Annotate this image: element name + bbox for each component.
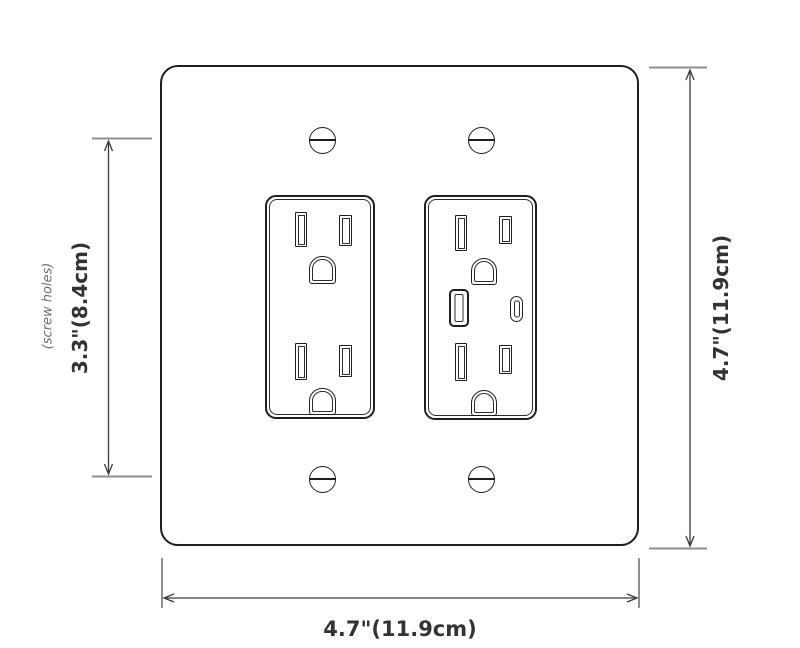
hot-slot-icon xyxy=(499,345,512,374)
screw-icon-bottom-left xyxy=(308,465,336,493)
ground-hole-icon xyxy=(471,258,497,285)
hot-slot-icon xyxy=(339,345,352,377)
screw-icon-top-left xyxy=(308,126,336,154)
ground-hole-icon xyxy=(471,390,497,416)
screw-icon-bottom-right xyxy=(467,465,495,493)
ground-hole-icon xyxy=(309,388,336,415)
hot-slot-icon xyxy=(499,216,512,244)
screw-holes-note: (screw holes) xyxy=(40,262,56,350)
plate-height-label: 4.7"(11.9cm) xyxy=(709,234,733,382)
screw-spacing-label: 3.3"(8.4cm) xyxy=(68,241,92,375)
neutral-slot-icon xyxy=(455,215,467,251)
wall-plate xyxy=(160,65,639,546)
hot-slot-icon xyxy=(339,215,352,246)
usb-c-port-icon xyxy=(510,296,523,322)
ground-hole-icon xyxy=(309,256,336,284)
neutral-slot-icon xyxy=(455,343,467,381)
neutral-slot-icon xyxy=(295,212,307,247)
screw-icon-top-right xyxy=(467,126,495,154)
neutral-slot-icon xyxy=(295,343,307,380)
usb-a-port-icon xyxy=(449,289,469,327)
duplex-outlet xyxy=(265,195,375,419)
plate-width-label: 4.7"(11.9cm) xyxy=(323,617,477,641)
usb-combo-outlet xyxy=(424,195,537,420)
